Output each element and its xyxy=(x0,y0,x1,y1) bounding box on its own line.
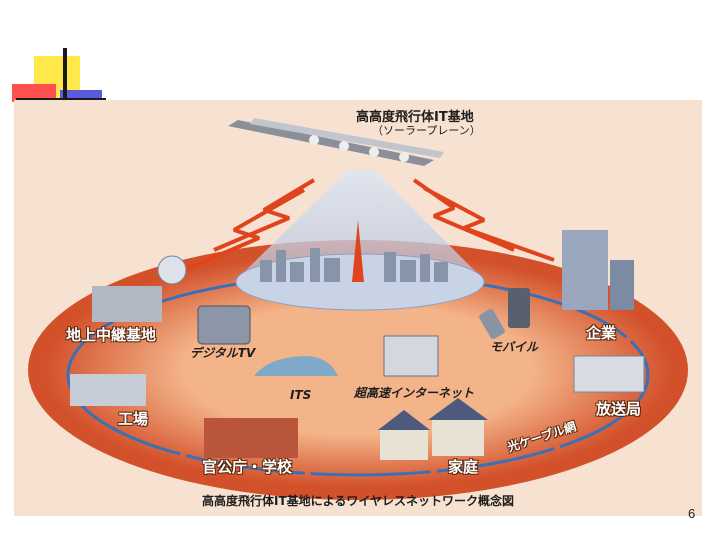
school-building-icon xyxy=(204,418,298,458)
city-skyline xyxy=(260,248,448,282)
decor-horizontal-line xyxy=(16,98,106,101)
label-home: 家庭 xyxy=(448,458,479,476)
beam-cone xyxy=(236,170,484,280)
diagram-caption: 高高度飛行体IT基地によるワイヤレスネットワーク概念図 xyxy=(202,494,514,508)
label-its: ITS xyxy=(290,388,312,402)
relay-station-icon xyxy=(92,255,187,322)
label-government-school: 官公庁・学校 xyxy=(202,458,293,476)
network-diagram: 高高度飛行体IT基地 （ソーラープレーン） 地上中継基地 企業 放送局 工場 官… xyxy=(14,100,702,516)
solar-plane-icon xyxy=(228,118,444,166)
factory-icon xyxy=(70,374,146,406)
car-icon xyxy=(254,356,338,376)
decor-red-bar xyxy=(12,84,56,102)
enterprise-building-icon xyxy=(562,230,634,310)
label-relay-station: 地上中継基地 xyxy=(66,326,157,344)
computer-icon xyxy=(383,335,439,377)
label-internet: 超高速インターネット xyxy=(354,386,475,400)
diagram-subtitle: （ソーラープレーン） xyxy=(372,124,481,137)
page-number: 6 xyxy=(688,506,696,521)
diagram-title: 高高度飛行体IT基地 xyxy=(356,110,474,125)
wireless-link-lightning xyxy=(183,178,555,272)
tower-icon xyxy=(352,220,364,282)
label-broadcaster: 放送局 xyxy=(596,400,642,418)
mobile-icon xyxy=(479,288,530,340)
label-enterprise: 企業 xyxy=(586,324,617,342)
label-digital-tv: デジタルTV xyxy=(190,346,256,360)
broadcaster-building-icon xyxy=(573,355,645,393)
diagram-graphic xyxy=(28,118,688,500)
home-houses-icon xyxy=(378,398,488,460)
label-factory: 工場 xyxy=(118,410,149,428)
decor-vertical-line xyxy=(63,48,67,100)
label-mobile: モバイル xyxy=(490,340,539,354)
tv-icon xyxy=(197,305,251,345)
